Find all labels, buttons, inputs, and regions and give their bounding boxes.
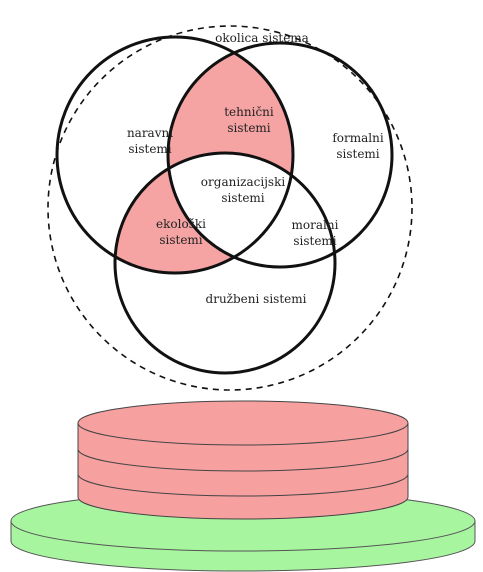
cylinder-layer-divider-2 (77, 473, 409, 497)
circle-formalni-sistemi (166, 41, 394, 269)
label-druzbeni-sistemi: družbeni sistemi (206, 292, 307, 306)
circle-druzbeni-sistemi (113, 151, 337, 375)
cylinder-top (77, 400, 409, 446)
stacked-layers-illustration (10, 400, 476, 572)
cylinder-layer-divider-1 (77, 448, 409, 472)
environment-label: okolica sistema (215, 31, 309, 45)
environment-boundary (47, 25, 413, 391)
circle-naravni-sistemi (55, 35, 295, 275)
